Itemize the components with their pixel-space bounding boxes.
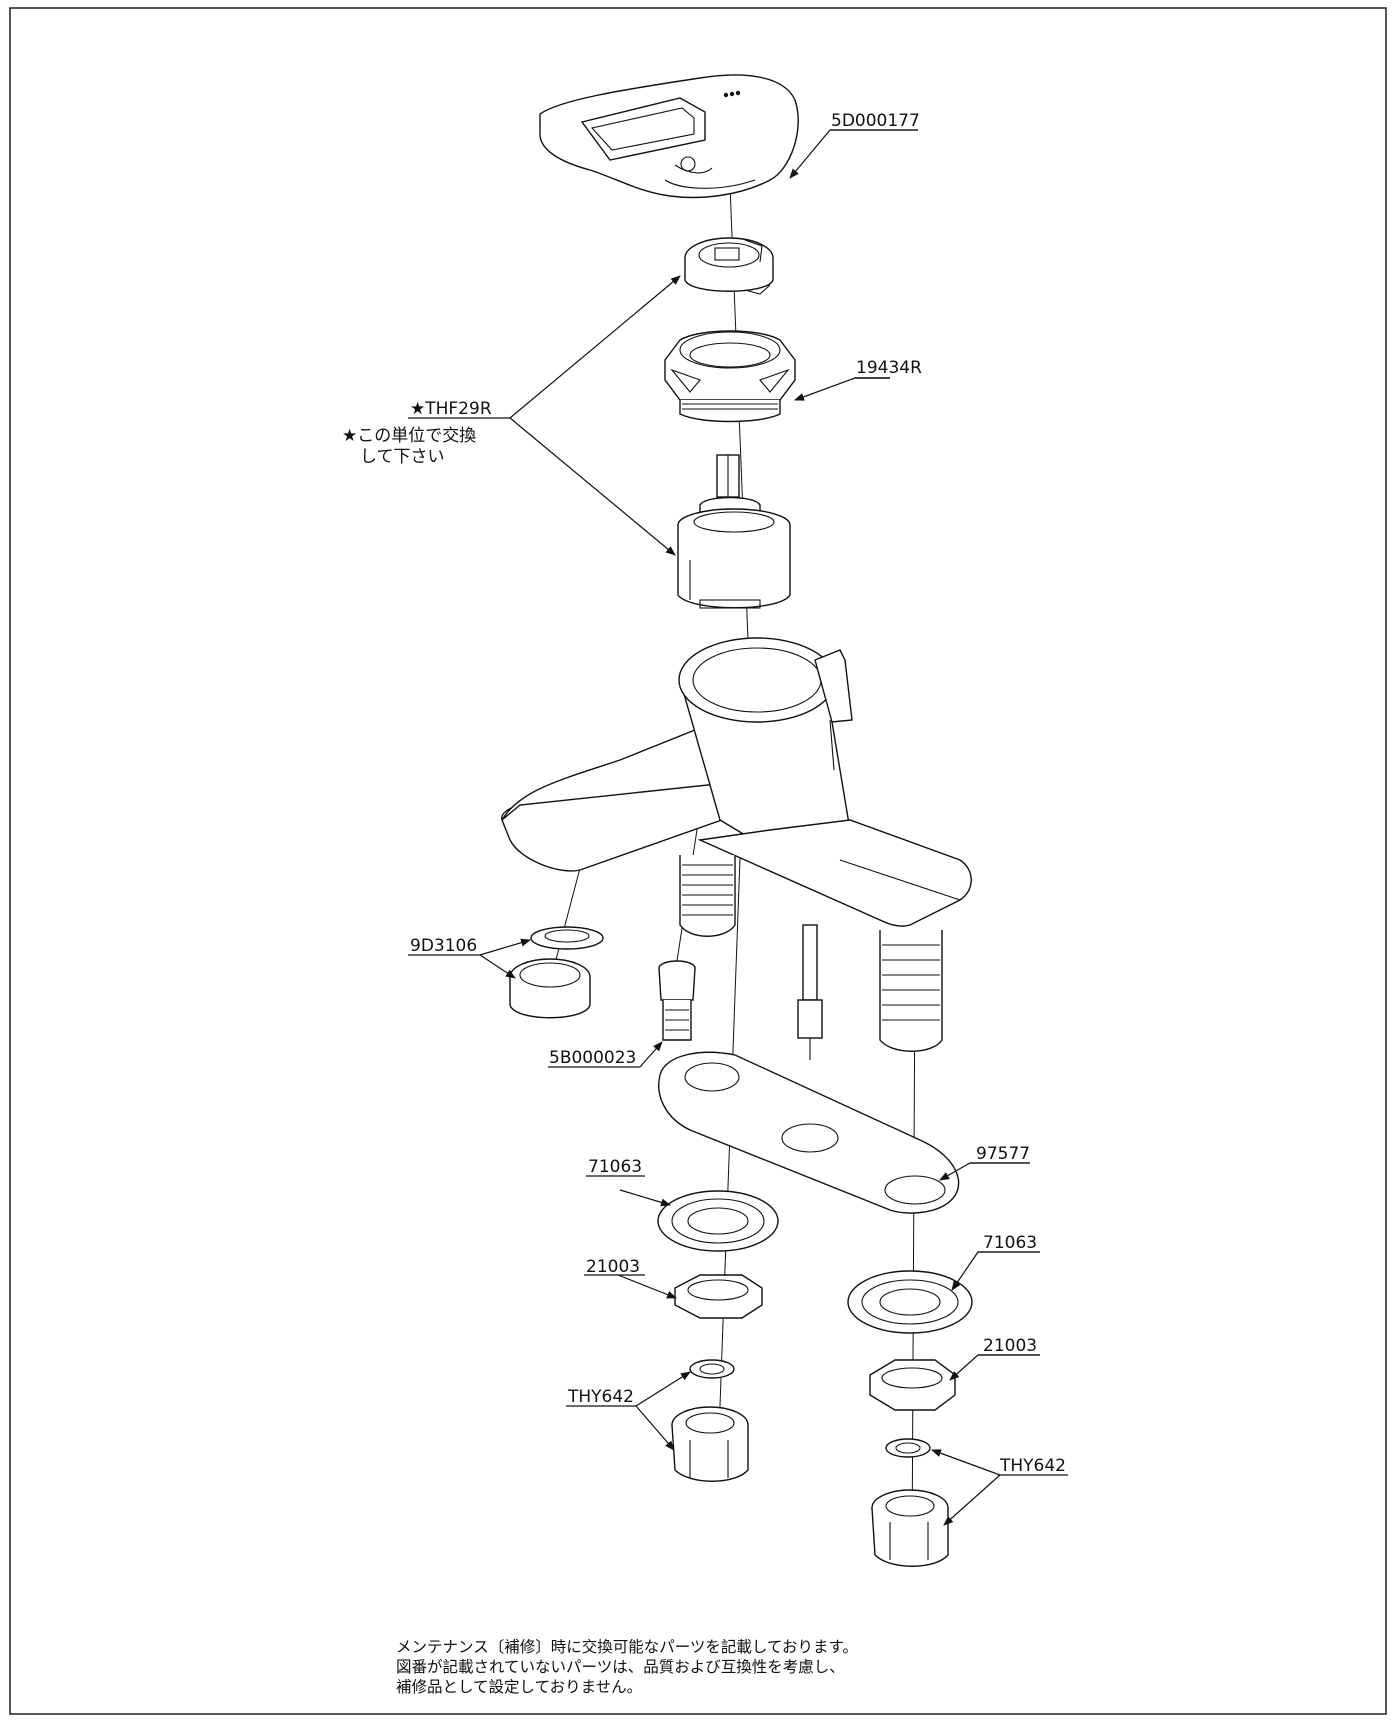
cartridge-part <box>677 454 791 609</box>
cartridge-note-line2: して下さい <box>360 447 445 467</box>
spindle-adapter-part <box>684 237 774 295</box>
label-97577: 97577 <box>976 1144 1030 1164</box>
check-valve-part <box>658 960 696 1041</box>
label-21003-right: 21003 <box>983 1336 1037 1356</box>
note-line-1: メンテナンス〔補修〕時に交換可能なパーツを記載しております。 <box>396 1638 858 1656</box>
aerator-part <box>509 926 604 1019</box>
label-thy642-left: THY642 <box>567 1387 634 1407</box>
right-conn-nut-part <box>871 1489 949 1567</box>
label-71063-right: 71063 <box>983 1233 1037 1253</box>
left-small-seal-part <box>689 1359 735 1379</box>
lever-handle-part <box>539 74 799 199</box>
right-toothed-washer-part <box>847 1270 973 1334</box>
right-shank-threads <box>882 944 940 1021</box>
label-5d000177: 5D000177 <box>831 111 920 131</box>
label-thf29r: ★THF29R <box>410 399 492 419</box>
note-line-3: 補修品として設定しておりません。 <box>396 1678 642 1696</box>
label-thy642-right: THY642 <box>999 1456 1066 1476</box>
left-nut-part <box>674 1274 763 1319</box>
drawing-frame <box>9 7 1387 1715</box>
cartridge-note-line1: ★この単位で交換 <box>342 426 476 446</box>
base-plate-part <box>658 1051 960 1214</box>
label-19434r: 19434R <box>856 358 922 378</box>
cap-nut-part <box>664 330 796 423</box>
label-5b000023: 5B000023 <box>549 1048 636 1068</box>
right-small-seal-part <box>885 1438 931 1458</box>
left-conn-nut-part <box>671 1406 749 1482</box>
part-labels: 5D000177 19434R ★THF29R ★この単位で交換 して下さい 9… <box>342 111 1068 1476</box>
label-9d3106: 9D3106 <box>410 936 477 956</box>
left-shank-threads <box>682 864 733 916</box>
label-71063-left: 71063 <box>588 1157 642 1177</box>
faucet-body-part <box>501 637 972 1060</box>
label-21003-left: 21003 <box>586 1257 640 1277</box>
right-nut-part <box>869 1359 956 1411</box>
maintenance-notes: メンテナンス〔補修〕時に交換可能なパーツを記載しております。 図番が記載されてい… <box>396 1638 858 1696</box>
note-line-2: 図番が記載されていないパーツは、品質および互換性を考慮し、 <box>396 1658 845 1676</box>
left-toothed-washer-part <box>657 1190 779 1252</box>
